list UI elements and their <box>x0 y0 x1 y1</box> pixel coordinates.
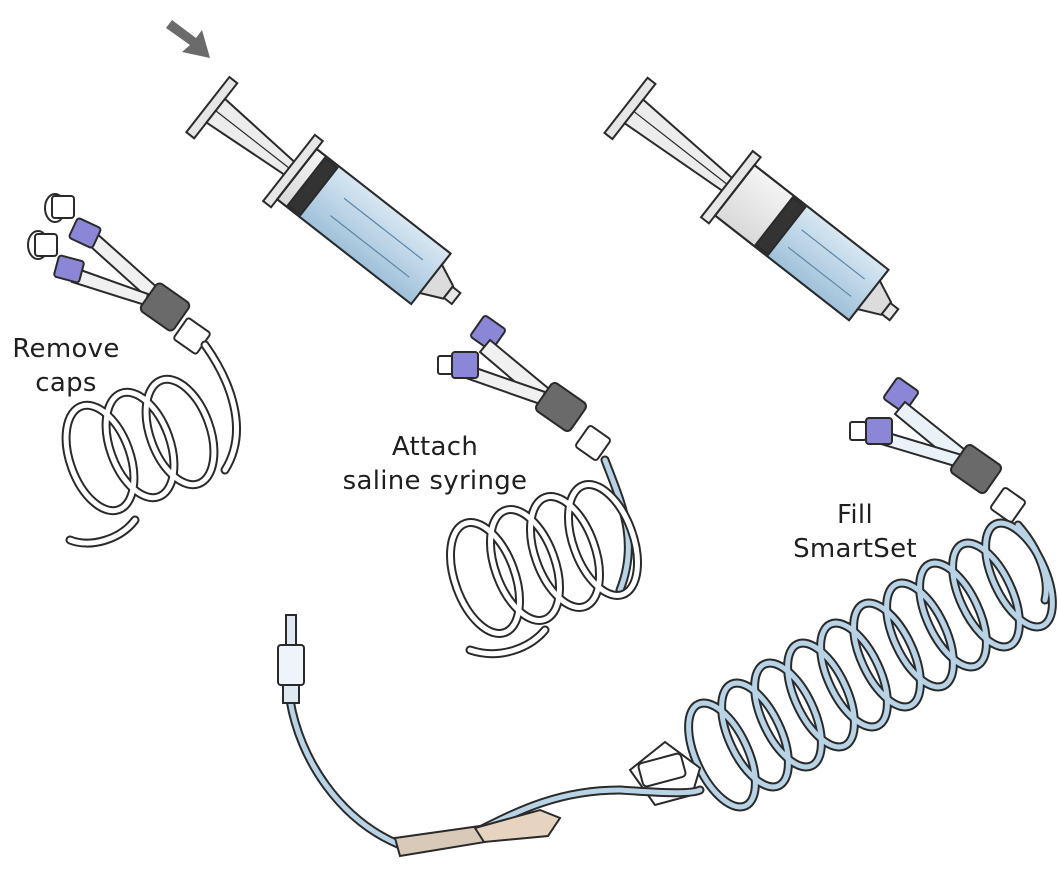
step-label-remove-caps: Remove caps <box>2 332 130 400</box>
saline-syringe-icon <box>182 71 482 331</box>
step-label-line: saline syringe <box>340 464 530 498</box>
step-label-fill-smartset: Fill SmartSet <box>790 498 920 566</box>
luer-end-connector-icon <box>278 615 304 703</box>
coiled-tubing-empty <box>437 475 651 653</box>
step-label-line: SmartSet <box>790 532 920 566</box>
y-site-icon <box>395 810 560 856</box>
removed-cap-icon <box>28 194 74 259</box>
panel-attach-syringe <box>166 20 651 654</box>
step-label-line: Attach <box>340 430 530 464</box>
saline-syringe-icon <box>600 72 920 348</box>
step-label-attach-syringe: Attach saline syringe <box>340 430 530 498</box>
step-label-line: Fill <box>790 498 920 532</box>
push-arrow-icon <box>166 20 210 58</box>
step-label-line: Remove <box>2 332 130 366</box>
step-label-line: caps <box>2 366 130 400</box>
